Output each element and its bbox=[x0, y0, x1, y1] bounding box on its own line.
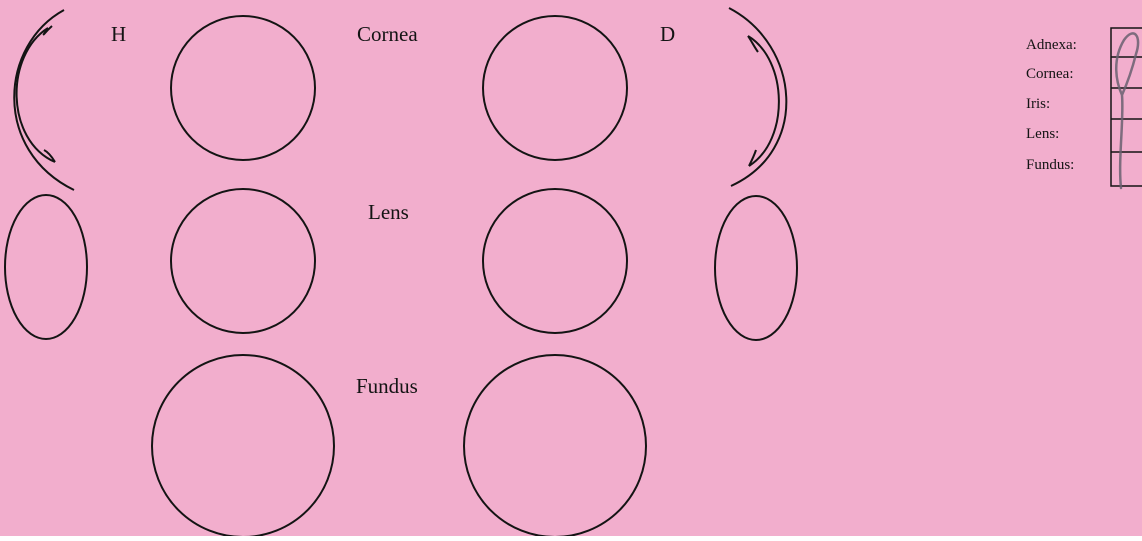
fundus-heading: Fundus bbox=[356, 376, 418, 397]
checklist-adnexa-label: Adnexa: bbox=[1026, 38, 1077, 53]
checklist-lens-label: Lens: bbox=[1026, 127, 1059, 142]
checklist-iris-label: Iris: bbox=[1026, 97, 1050, 112]
lens-heading: Lens bbox=[368, 202, 409, 223]
left-eye-label: H bbox=[111, 24, 126, 45]
cornea-heading: Cornea bbox=[357, 24, 418, 45]
checklist-fundus-label: Fundus: bbox=[1026, 158, 1074, 173]
checklist-cornea-label: Cornea: bbox=[1026, 67, 1073, 82]
right-eye-label: D bbox=[660, 24, 675, 45]
